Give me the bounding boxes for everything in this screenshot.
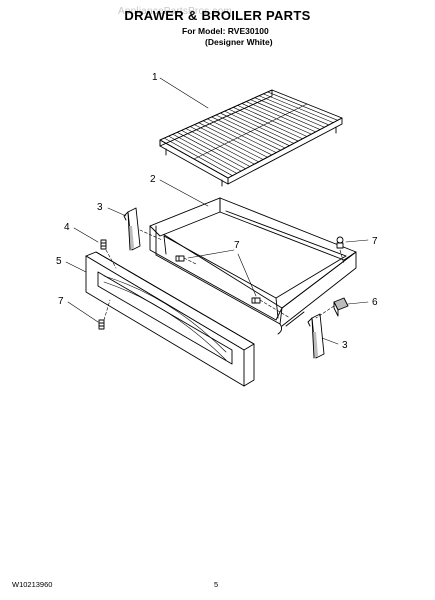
callout-4: 4 [64, 222, 70, 233]
screw-part-4 [100, 239, 107, 250]
callout-7-right: 7 [372, 236, 378, 247]
variant-line: (Designer White) [205, 37, 273, 47]
page-number: 5 [214, 580, 219, 589]
screw-part-7-pan-right [251, 297, 261, 304]
leader-lines [65, 77, 369, 345]
document-number: W10213960 [12, 580, 53, 589]
screw-part-7-pan-left [175, 255, 185, 262]
callout-numbers: 1 2 3 4 5 7 7 6 3 7 [56, 72, 378, 351]
drawer-pan [149, 197, 357, 335]
callout-5: 5 [56, 256, 62, 267]
grid-cross-bar [193, 103, 308, 160]
callout-3-left: 3 [97, 202, 103, 213]
watermark: AppliancePartsPros.com [118, 6, 232, 17]
broiler-grid [159, 89, 343, 187]
screw-part-7-panel [98, 319, 105, 330]
callout-6: 6 [372, 297, 378, 308]
drawer-slide-right [307, 313, 325, 359]
callout-7-left: 7 [58, 296, 64, 307]
callout-3-right: 3 [342, 340, 348, 351]
drawer-front-panel [85, 251, 255, 387]
assembly-lines [103, 229, 345, 321]
drawer-slide-left [123, 207, 141, 251]
screw-part-7-top-right [336, 236, 344, 249]
callout-2: 2 [150, 174, 156, 185]
page-title: DRAWER & BROILER PARTS [124, 8, 311, 23]
callout-7-center: 7 [234, 240, 240, 251]
model-line: For Model: RVE30100 [182, 26, 269, 36]
clip-part-6 [333, 297, 349, 317]
callout-1: 1 [152, 72, 158, 83]
